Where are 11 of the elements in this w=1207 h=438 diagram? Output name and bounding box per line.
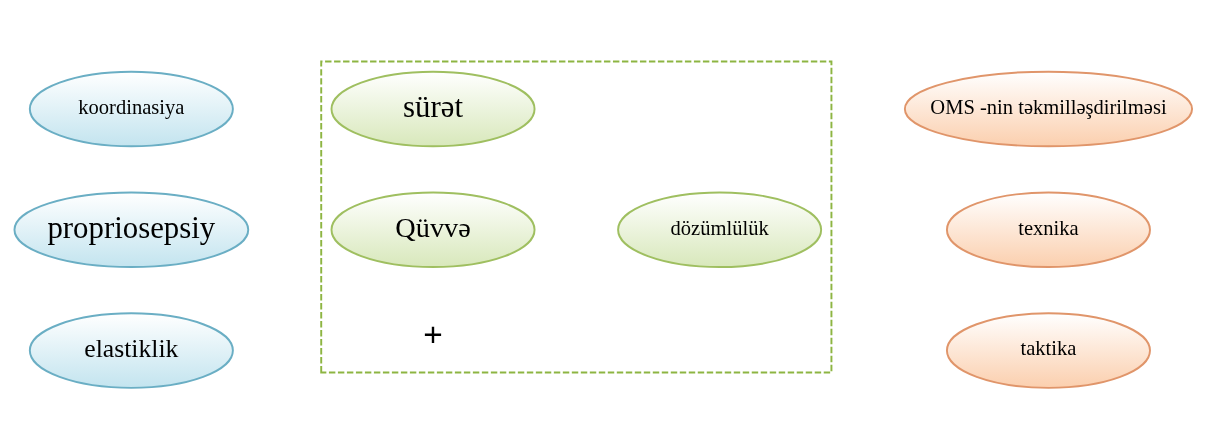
node-ellipse: propriosepsiy: [13, 191, 250, 268]
node-ellipse: koordinasiya: [28, 70, 234, 147]
node-ellipse: dözümlülük: [617, 191, 823, 268]
node-ellipse: sürət: [330, 70, 536, 147]
cluster: [320, 59, 833, 373]
node-ellipse: elastiklik: [28, 311, 234, 389]
node-ellipse: texnika: [945, 191, 1151, 268]
node-ellipse: OMS -nin təkmilləşdirilməsi: [903, 70, 1194, 147]
node-ellipse: Qüvvə: [330, 191, 536, 268]
label: +: [423, 315, 443, 353]
node-ellipse: taktika: [945, 311, 1151, 389]
